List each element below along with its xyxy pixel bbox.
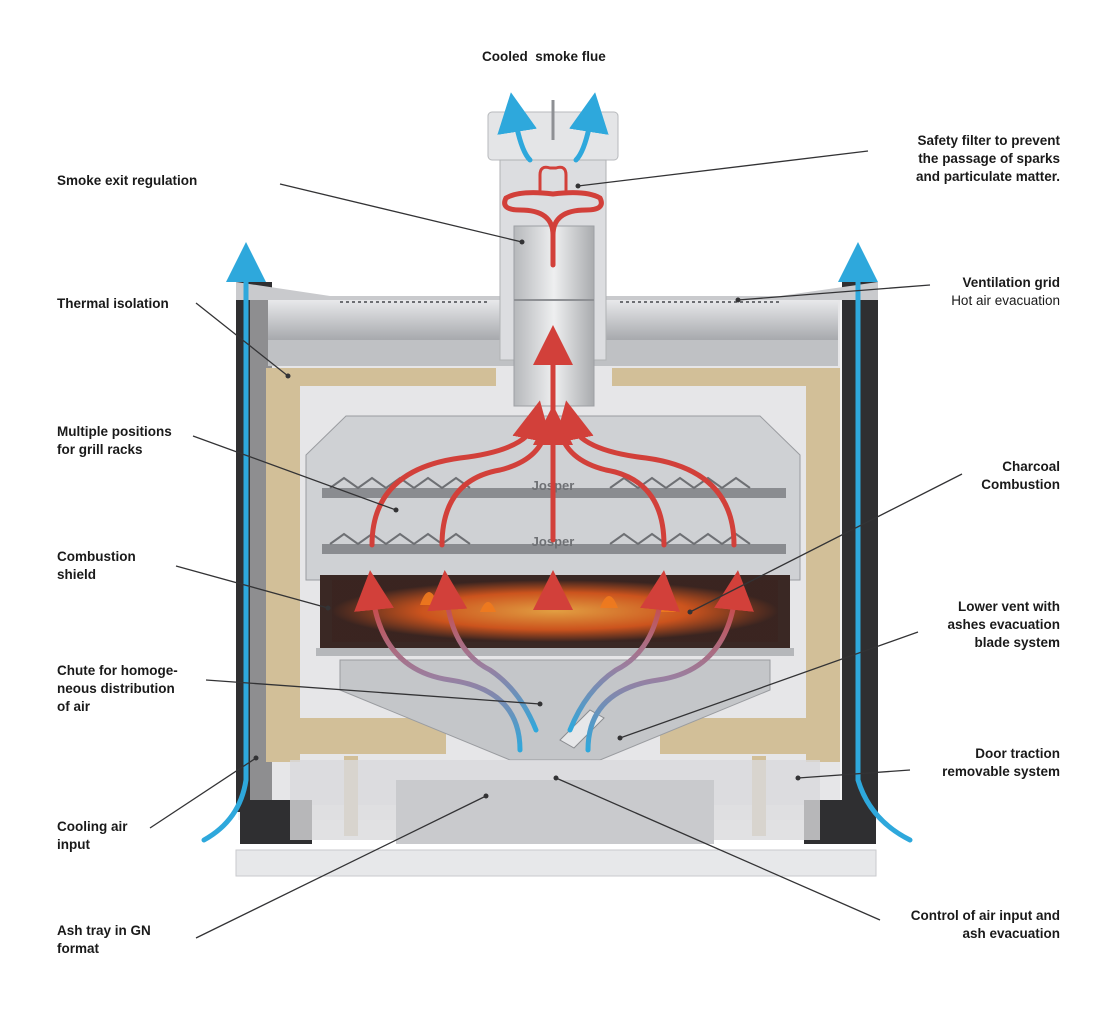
label-charcoal-combustion-line1: Charcoal — [1002, 459, 1060, 474]
label-multiple-positions-line1: Multiple positions — [57, 424, 172, 439]
label-door-traction: Door traction removable system — [942, 745, 1060, 781]
label-safety-filter: Safety filter to prevent the passage of … — [916, 132, 1060, 186]
label-control-air-input-line2: ash evacuation — [962, 926, 1060, 941]
label-door-traction-line2: removable system — [942, 764, 1060, 779]
label-thermal-isolation-text: Thermal isolation — [57, 296, 169, 311]
air-flow-arrows — [201, 92, 913, 843]
label-door-traction-line1: Door traction — [975, 746, 1060, 761]
leader-door-traction — [797, 769, 911, 779]
label-chute-line3: of air — [57, 699, 91, 714]
leader-lower-vent — [619, 631, 919, 739]
label-lower-vent-line3: blade system — [974, 635, 1060, 650]
label-cooling-air-input: Cooling air input — [57, 818, 128, 854]
leader-grill-racks — [192, 435, 397, 511]
leader-combustion-shield — [175, 565, 329, 609]
label-control-air-input-line1: Control of air input and — [910, 908, 1060, 923]
leader-cooling-air — [149, 757, 257, 829]
label-charcoal-combustion-line2: Combustion — [981, 477, 1060, 492]
leader-lines — [149, 150, 963, 939]
label-chute: Chute for homoge- neous distribution of … — [57, 662, 178, 716]
leader-ventilation — [737, 284, 931, 301]
label-safety-filter-line2: the passage of sparks — [918, 151, 1060, 166]
label-chute-line1: Chute for homoge- — [57, 663, 178, 678]
label-ventilation-grid-text: Ventilation grid — [962, 275, 1060, 290]
label-thermal-isolation: Thermal isolation — [57, 295, 169, 313]
label-safety-filter-line3: and particulate matter. — [915, 169, 1060, 184]
leader-ash-tray — [195, 795, 487, 939]
label-cooling-air-input-line2: input — [57, 837, 90, 852]
label-ash-tray: Ash tray in GN format — [57, 922, 151, 958]
label-multiple-positions: Multiple positions for grill racks — [57, 423, 172, 459]
label-chute-line2: neous distribution — [57, 681, 175, 696]
leader-chute — [205, 679, 541, 705]
label-ash-tray-line1: Ash tray in GN — [57, 923, 151, 938]
label-lower-vent-line1: Lower vent with — [957, 599, 1060, 614]
label-cooled-smoke-flue: Cooled smoke flue — [482, 48, 606, 66]
leader-thermal-isolation — [195, 302, 289, 377]
label-smoke-exit-regulation: Smoke exit regulation — [57, 172, 197, 190]
leader-control-air — [555, 777, 881, 921]
label-ash-tray-line2: format — [57, 941, 100, 956]
label-hot-air-evacuation-text: Hot air evacuation — [951, 293, 1060, 308]
label-control-air-input: Control of air input and ash evacuation — [911, 907, 1060, 943]
leader-smoke-exit — [279, 183, 523, 243]
label-lower-vent-line2: ashes evacuation — [947, 617, 1060, 632]
label-safety-filter-line1: Safety filter to prevent — [917, 133, 1060, 148]
leader-safety-filter — [577, 150, 869, 187]
ash-tray-area — [235, 760, 877, 877]
label-ventilation-grid: Ventilation grid Hot air evacuation — [951, 274, 1060, 310]
label-combustion-shield-line2: shield — [57, 567, 97, 582]
leader-charcoal — [689, 473, 963, 613]
label-cooled-smoke-flue-text: Cooled smoke flue — [482, 49, 606, 64]
label-combustion-shield: Combustion shield — [57, 548, 136, 584]
label-smoke-exit-regulation-text: Smoke exit regulation — [57, 173, 198, 188]
leader-dots — [253, 183, 801, 799]
label-cooling-air-input-line1: Cooling air — [57, 819, 128, 834]
label-charcoal-combustion: Charcoal Combustion — [981, 458, 1060, 494]
label-lower-vent: Lower vent with ashes evacuation blade s… — [947, 598, 1060, 652]
label-multiple-positions-line2: for grill racks — [57, 442, 143, 457]
label-combustion-shield-line1: Combustion — [57, 549, 136, 564]
